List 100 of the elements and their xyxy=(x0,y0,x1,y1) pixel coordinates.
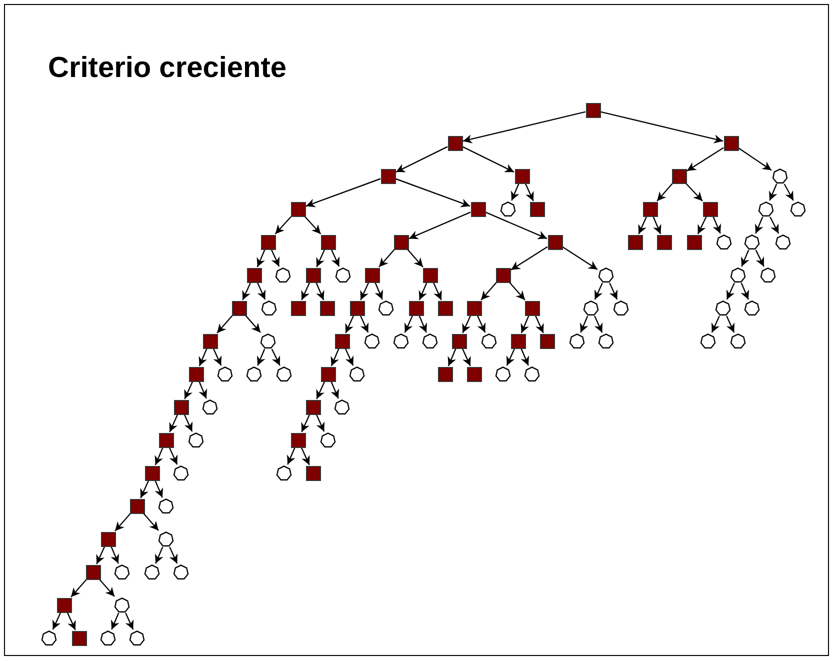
arrow xyxy=(638,216,648,234)
arrow xyxy=(184,414,193,432)
arrow xyxy=(462,146,514,173)
square-node xyxy=(702,202,718,216)
square-node xyxy=(628,234,642,250)
square-node xyxy=(438,300,452,316)
square-node xyxy=(290,300,306,316)
arrow xyxy=(506,348,516,366)
arrow xyxy=(316,249,326,268)
arrow xyxy=(360,282,370,300)
square-node xyxy=(380,168,396,184)
arrow xyxy=(316,414,325,432)
arrow xyxy=(143,513,159,531)
arrow xyxy=(70,579,87,598)
square-node xyxy=(540,334,554,348)
arrow xyxy=(770,216,780,234)
arrow xyxy=(344,348,354,366)
arrow xyxy=(580,316,588,333)
arrow xyxy=(374,282,384,300)
arrow xyxy=(110,612,120,630)
arrow xyxy=(274,216,292,234)
square-node xyxy=(530,202,544,216)
square-node xyxy=(246,268,262,282)
square-node xyxy=(72,630,86,646)
arrow xyxy=(316,381,326,400)
square-node xyxy=(510,334,526,348)
arrow xyxy=(755,250,764,267)
square-node xyxy=(174,400,188,414)
arrow xyxy=(476,315,486,333)
square-node xyxy=(320,234,336,250)
arrow xyxy=(304,216,322,234)
arrow xyxy=(306,178,381,208)
arrow xyxy=(686,147,724,172)
arrow xyxy=(169,546,178,564)
arrow xyxy=(216,315,233,334)
arrow xyxy=(360,315,369,333)
arrow xyxy=(404,315,414,333)
arrow xyxy=(738,148,772,171)
square-node xyxy=(408,300,424,316)
arrow xyxy=(534,315,544,334)
square-node xyxy=(686,234,702,250)
arrow xyxy=(300,447,310,466)
arrow xyxy=(726,282,735,300)
square-node xyxy=(466,366,482,382)
arrow xyxy=(448,348,456,366)
arrow xyxy=(697,216,707,234)
square-node xyxy=(514,168,530,184)
square-node xyxy=(448,136,462,150)
square-node xyxy=(320,366,336,382)
arrow xyxy=(198,381,208,399)
arrow xyxy=(140,480,150,498)
square-node xyxy=(672,168,686,184)
square-node xyxy=(394,234,408,250)
arrow xyxy=(169,414,178,432)
arrow xyxy=(256,249,266,268)
arrow xyxy=(594,282,603,300)
arrow xyxy=(510,183,520,201)
arrow xyxy=(242,282,252,300)
arrow xyxy=(462,111,586,144)
arrow xyxy=(99,579,115,597)
arrow xyxy=(345,315,354,334)
arrow xyxy=(480,282,497,300)
square-node xyxy=(496,268,510,282)
square-node xyxy=(334,334,350,348)
square-node xyxy=(232,300,246,316)
arrow xyxy=(330,348,340,366)
arrow xyxy=(520,315,530,334)
arrow xyxy=(768,184,778,201)
arrow xyxy=(125,612,134,630)
square-node xyxy=(350,300,364,316)
square-node xyxy=(158,432,174,448)
arrow xyxy=(562,246,598,270)
square-node xyxy=(452,334,466,348)
arrow xyxy=(418,282,428,300)
square-node xyxy=(56,598,72,612)
arrow xyxy=(408,212,471,240)
arrow xyxy=(184,381,194,400)
square-node xyxy=(130,498,144,514)
arrow xyxy=(754,216,764,234)
square-node xyxy=(260,234,276,250)
arrow xyxy=(212,348,222,366)
arrow xyxy=(114,513,131,532)
arrow xyxy=(418,315,428,333)
arrow xyxy=(316,282,324,300)
arrow xyxy=(600,111,724,144)
square-node xyxy=(466,300,482,316)
square-node xyxy=(202,334,218,348)
arrow xyxy=(686,183,703,202)
arrow xyxy=(740,250,750,267)
arrow xyxy=(609,282,618,300)
square-node xyxy=(470,202,486,216)
arrow xyxy=(301,282,310,300)
arrow xyxy=(110,546,120,564)
title: Criterio creciente xyxy=(48,52,287,85)
square-node xyxy=(86,564,100,580)
square-node xyxy=(524,300,540,316)
arrow xyxy=(712,216,722,234)
arrow xyxy=(256,348,266,366)
arrow xyxy=(330,249,340,267)
arrow xyxy=(198,348,208,366)
